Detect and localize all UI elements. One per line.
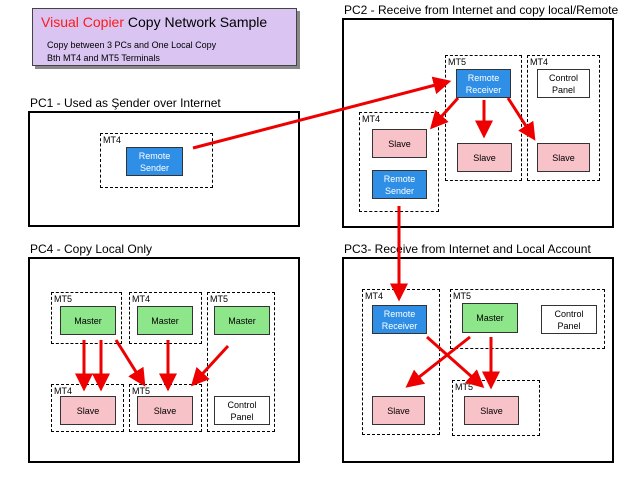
terminal-label: MT5 — [132, 386, 150, 396]
pc3-terminal-mt5-top: MT5 — [450, 289, 605, 349]
pc4-terminal-mt5-a: MT5 — [51, 292, 122, 344]
pc2-label: PC2 - Receive from Internet and copy loc… — [344, 3, 619, 17]
diagram-title: Visual Copier Copy Network Sample — [41, 14, 267, 30]
title-rest: Copy Network Sample — [124, 14, 268, 30]
terminal-label: MT4 — [362, 114, 380, 124]
terminal-label: MT5 — [448, 57, 466, 67]
node-label: Master — [476, 313, 504, 323]
pc3-slave-2: Slave — [464, 396, 519, 425]
node-label: Remote Sender — [138, 150, 171, 173]
node-label: Slave — [480, 405, 503, 416]
terminal-label: MT4 — [530, 57, 548, 67]
node-label: Slave — [552, 152, 575, 163]
terminal-label: MT4 — [365, 291, 383, 301]
node-label: Master — [228, 315, 256, 326]
pc4-slave-1: Slave — [60, 396, 116, 425]
pc4-master-1: Master — [60, 306, 116, 335]
node-label: Remote Receiver — [381, 308, 418, 331]
node-label: Control Panel — [548, 72, 578, 95]
pc2-control-panel: Control Panel — [537, 69, 590, 98]
terminal-label: MT4 — [103, 135, 121, 145]
pc4-label: PC4 - Copy Local Only — [30, 242, 153, 256]
terminal-label: MT5 — [455, 382, 473, 392]
pc3-master: Master — [462, 303, 518, 333]
subtitle-line-2: Bth MT4 and MT5 Terminals — [47, 53, 160, 63]
subtitle-line-1: Copy between 3 PCs and One Local Copy — [47, 40, 217, 50]
node-label: Slave — [153, 405, 177, 416]
node-label: Control Panel — [554, 308, 584, 331]
pc3-slave-1: Slave — [372, 396, 425, 425]
pc2-remote-receiver: Remote Receiver — [456, 69, 511, 98]
terminal-label: MT4 — [54, 386, 72, 396]
terminal-label: MT5 — [210, 294, 228, 304]
node-label: Control Panel — [227, 399, 257, 422]
node-label: Slave — [76, 405, 100, 416]
pc4-box — [28, 257, 300, 463]
node-label: Remote Sender — [383, 173, 416, 196]
node-label: Slave — [388, 138, 411, 149]
pc4-terminal-mt4-a: MT4 — [129, 292, 202, 344]
pc3-control-panel: Control Panel — [541, 305, 597, 334]
terminal-label: MT4 — [132, 294, 150, 304]
title-brand: Visual Copier — [41, 14, 125, 30]
node-label: Master — [74, 315, 102, 326]
pc2-slave-mid: Slave — [457, 143, 512, 172]
pc3-label: PC3- Receive from Internet and Local Acc… — [344, 242, 591, 256]
pc2-slave-left: Slave — [372, 129, 427, 158]
pc1-remote-sender: Remote Sender — [126, 147, 183, 176]
node-label: Master — [151, 315, 179, 326]
pc4-master-2: Master — [137, 306, 193, 335]
terminal-label: MT5 — [453, 291, 471, 301]
pc3-remote-receiver: Remote Receiver — [372, 305, 427, 334]
node-label: Slave — [387, 405, 410, 416]
pc4-control-panel: Control Panel — [214, 396, 270, 425]
node-label: Slave — [473, 152, 496, 163]
pc1-label: PC1 - Used as Şender over Internet — [30, 96, 221, 110]
node-label: Remote Receiver — [465, 72, 502, 95]
pc2-remote-sender: Remote Sender — [372, 170, 427, 199]
pc1-terminal-mt4: MT4 — [100, 133, 213, 188]
title-box: Visual Copier Copy Network Sample Copy b… — [32, 8, 297, 66]
pc4-slave-2: Slave — [137, 396, 193, 425]
pc4-master-3: Master — [214, 306, 270, 335]
pc2-slave-right: Slave — [537, 143, 590, 172]
terminal-label: MT5 — [54, 294, 72, 304]
